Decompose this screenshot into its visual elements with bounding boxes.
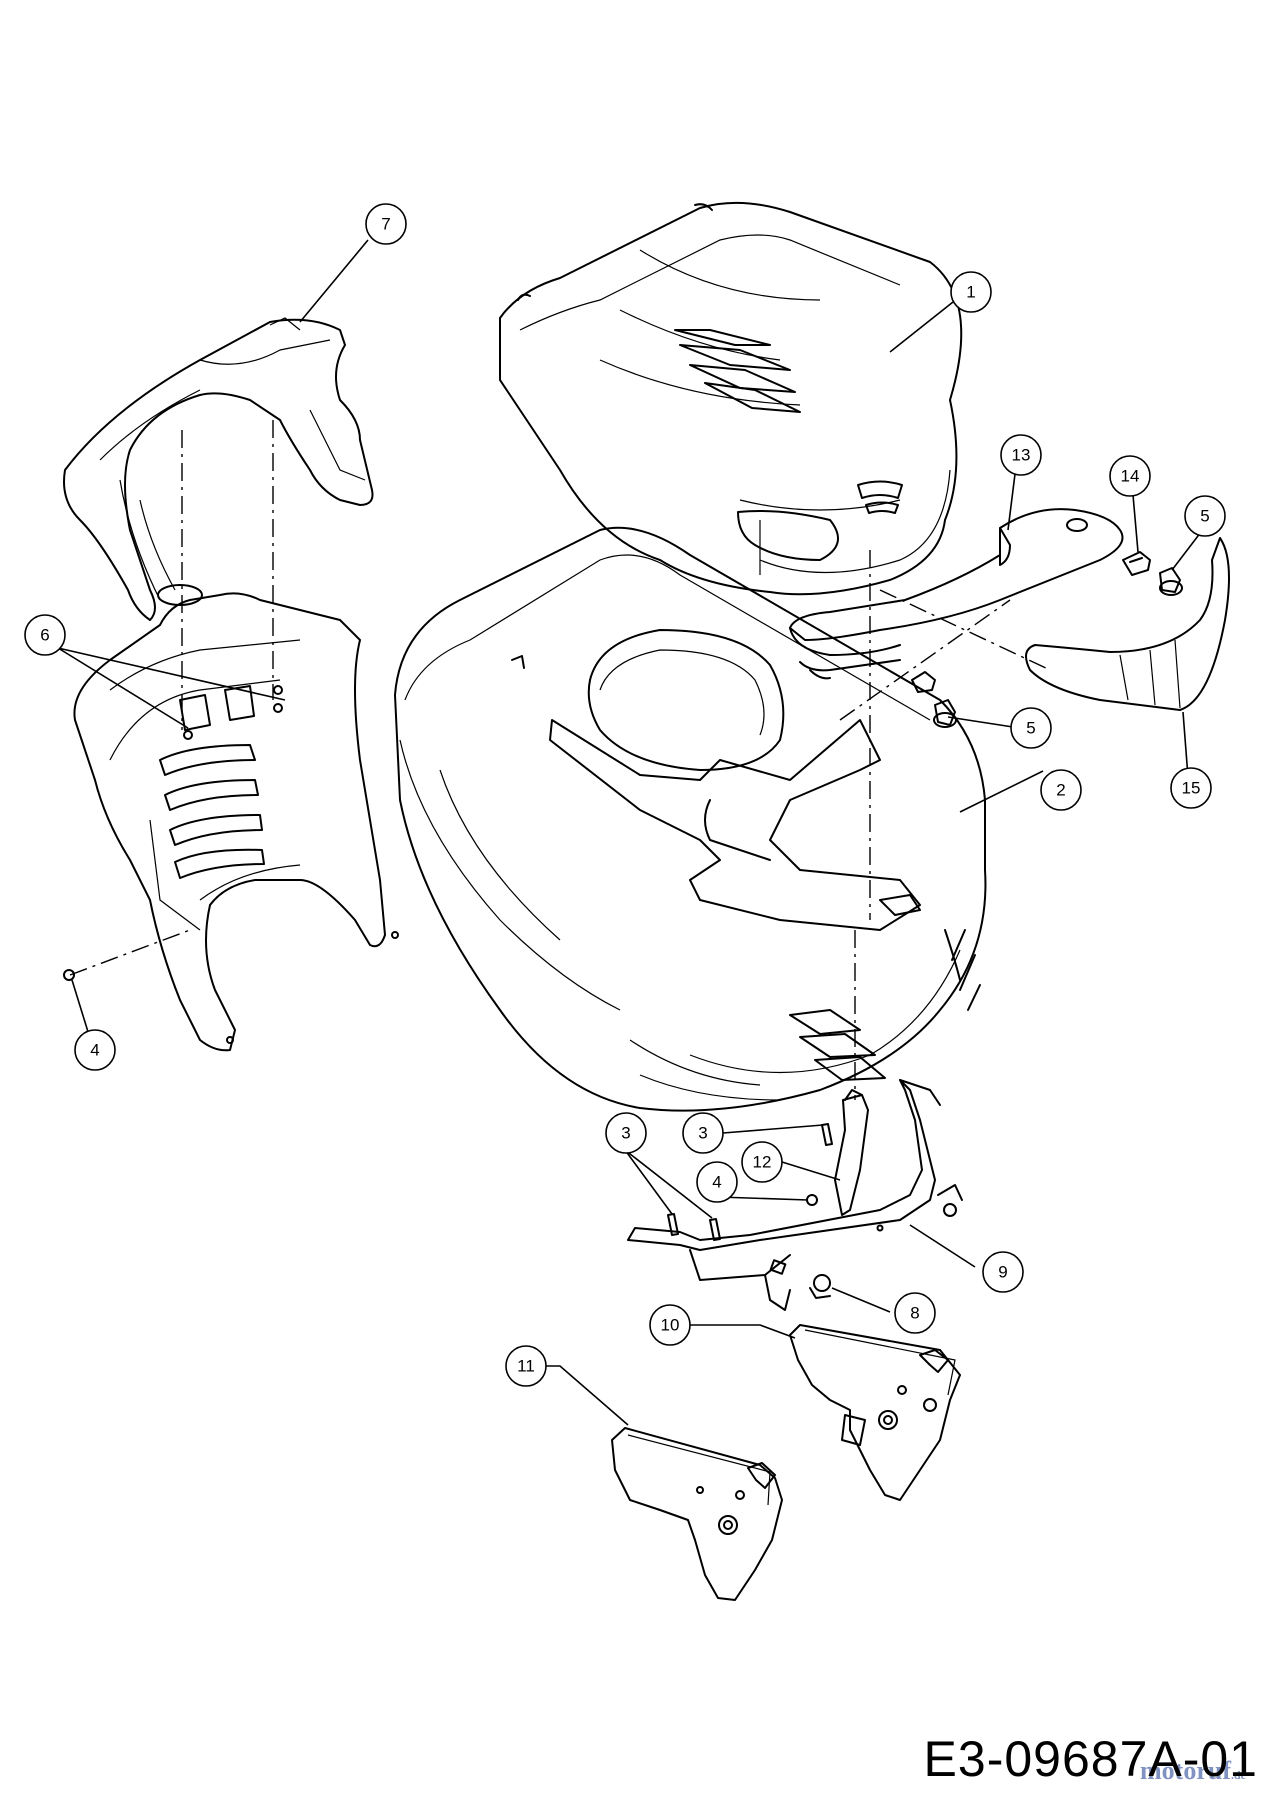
part-clip-14 [911, 551, 1151, 693]
callout-11-label: 11 [517, 1357, 535, 1376]
callout-4b: 4 [696, 1161, 738, 1203]
watermark-logo: motoruf.de [1140, 1756, 1246, 1786]
part-frame-9 [627, 1079, 963, 1311]
callout-15-label: 15 [1182, 779, 1201, 798]
callout-7: 7 [365, 203, 407, 245]
watermark-suffix: .de [1231, 1768, 1246, 1782]
callout-5b-label: 5 [1026, 719, 1035, 738]
callout-13-label: 13 [1012, 446, 1031, 465]
part-hood-cover [499, 201, 963, 596]
callout-3a: 3 [605, 1112, 647, 1154]
callout-1-label: 1 [966, 283, 975, 302]
leader-lines [57, 239, 1202, 1426]
callout-4a-label: 4 [90, 1041, 99, 1060]
callout-5b: 5 [1010, 707, 1052, 749]
callout-9: 9 [982, 1251, 1024, 1293]
callout-12-label: 12 [753, 1153, 772, 1172]
part-bracket-11 [611, 1427, 783, 1601]
callout-8: 8 [894, 1292, 936, 1334]
callout-3a-label: 3 [621, 1124, 630, 1143]
callout-6: 6 [24, 614, 66, 656]
drawing-number: E3-09687A-01 [923, 1731, 1258, 1787]
callout-2: 2 [1040, 769, 1082, 811]
callout-3b-label: 3 [698, 1124, 707, 1143]
callout-4a: 4 [74, 1029, 116, 1071]
callout-4b-label: 4 [712, 1173, 721, 1192]
callout-10-label: 10 [661, 1316, 680, 1335]
part-side-panel-13 [789, 508, 1124, 656]
callout-6-label: 6 [40, 626, 49, 645]
callout-5a-label: 5 [1200, 507, 1209, 526]
callout-8-label: 8 [910, 1304, 919, 1323]
callout-3b: 3 [682, 1112, 724, 1154]
callout-14: 14 [1109, 455, 1151, 497]
watermark-brand: motoruf [1140, 1756, 1231, 1785]
callout-15: 15 [1170, 767, 1212, 809]
callout-9-label: 9 [998, 1263, 1007, 1282]
part-hood-body [394, 526, 987, 1112]
assembly-lines [69, 420, 1051, 1100]
part-bracket-12 [834, 1089, 869, 1216]
callout-13: 13 [1000, 434, 1042, 476]
part-bracket-10 [789, 1324, 961, 1501]
callout-5a: 5 [1184, 495, 1226, 537]
callout-12: 12 [741, 1141, 783, 1183]
callout-2-label: 2 [1056, 781, 1065, 800]
part-nut-8 [809, 1274, 831, 1299]
callout-10: 10 [649, 1304, 691, 1346]
part-bolts-3 [667, 1123, 833, 1241]
callout-1: 1 [950, 271, 992, 313]
part-dashboard-6 [73, 584, 399, 1052]
callout-14-label: 14 [1121, 467, 1140, 486]
part-side-panel-15 [799, 537, 1230, 711]
callout-7-label: 7 [381, 215, 390, 234]
callout-11: 11 [505, 1345, 547, 1387]
part-dash-panel-7 [63, 317, 374, 621]
